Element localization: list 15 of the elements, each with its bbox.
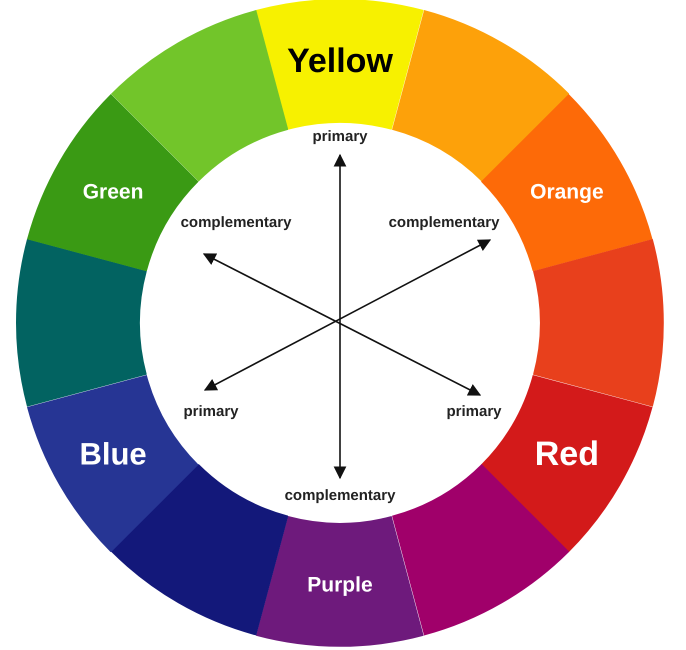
double-arrow [202, 253, 482, 396]
double-arrow [204, 239, 492, 391]
segment-label: Blue [79, 438, 147, 470]
segment-label: Red [534, 436, 599, 471]
segment-label: Yellow [287, 44, 393, 78]
double-arrow [334, 154, 346, 480]
arrow-end-label: primary [312, 128, 368, 147]
segment-label: Orange [530, 181, 604, 202]
arrow-end-label: primary [183, 403, 239, 422]
segment-label: Green [82, 181, 144, 202]
arrow-end-label: complementary [180, 214, 292, 233]
arrow-end-label: complementary [388, 214, 500, 233]
arrow-end-label: complementary [284, 487, 396, 506]
arrow-end-label: primary [446, 403, 502, 422]
segment-label: Purple [307, 574, 373, 596]
